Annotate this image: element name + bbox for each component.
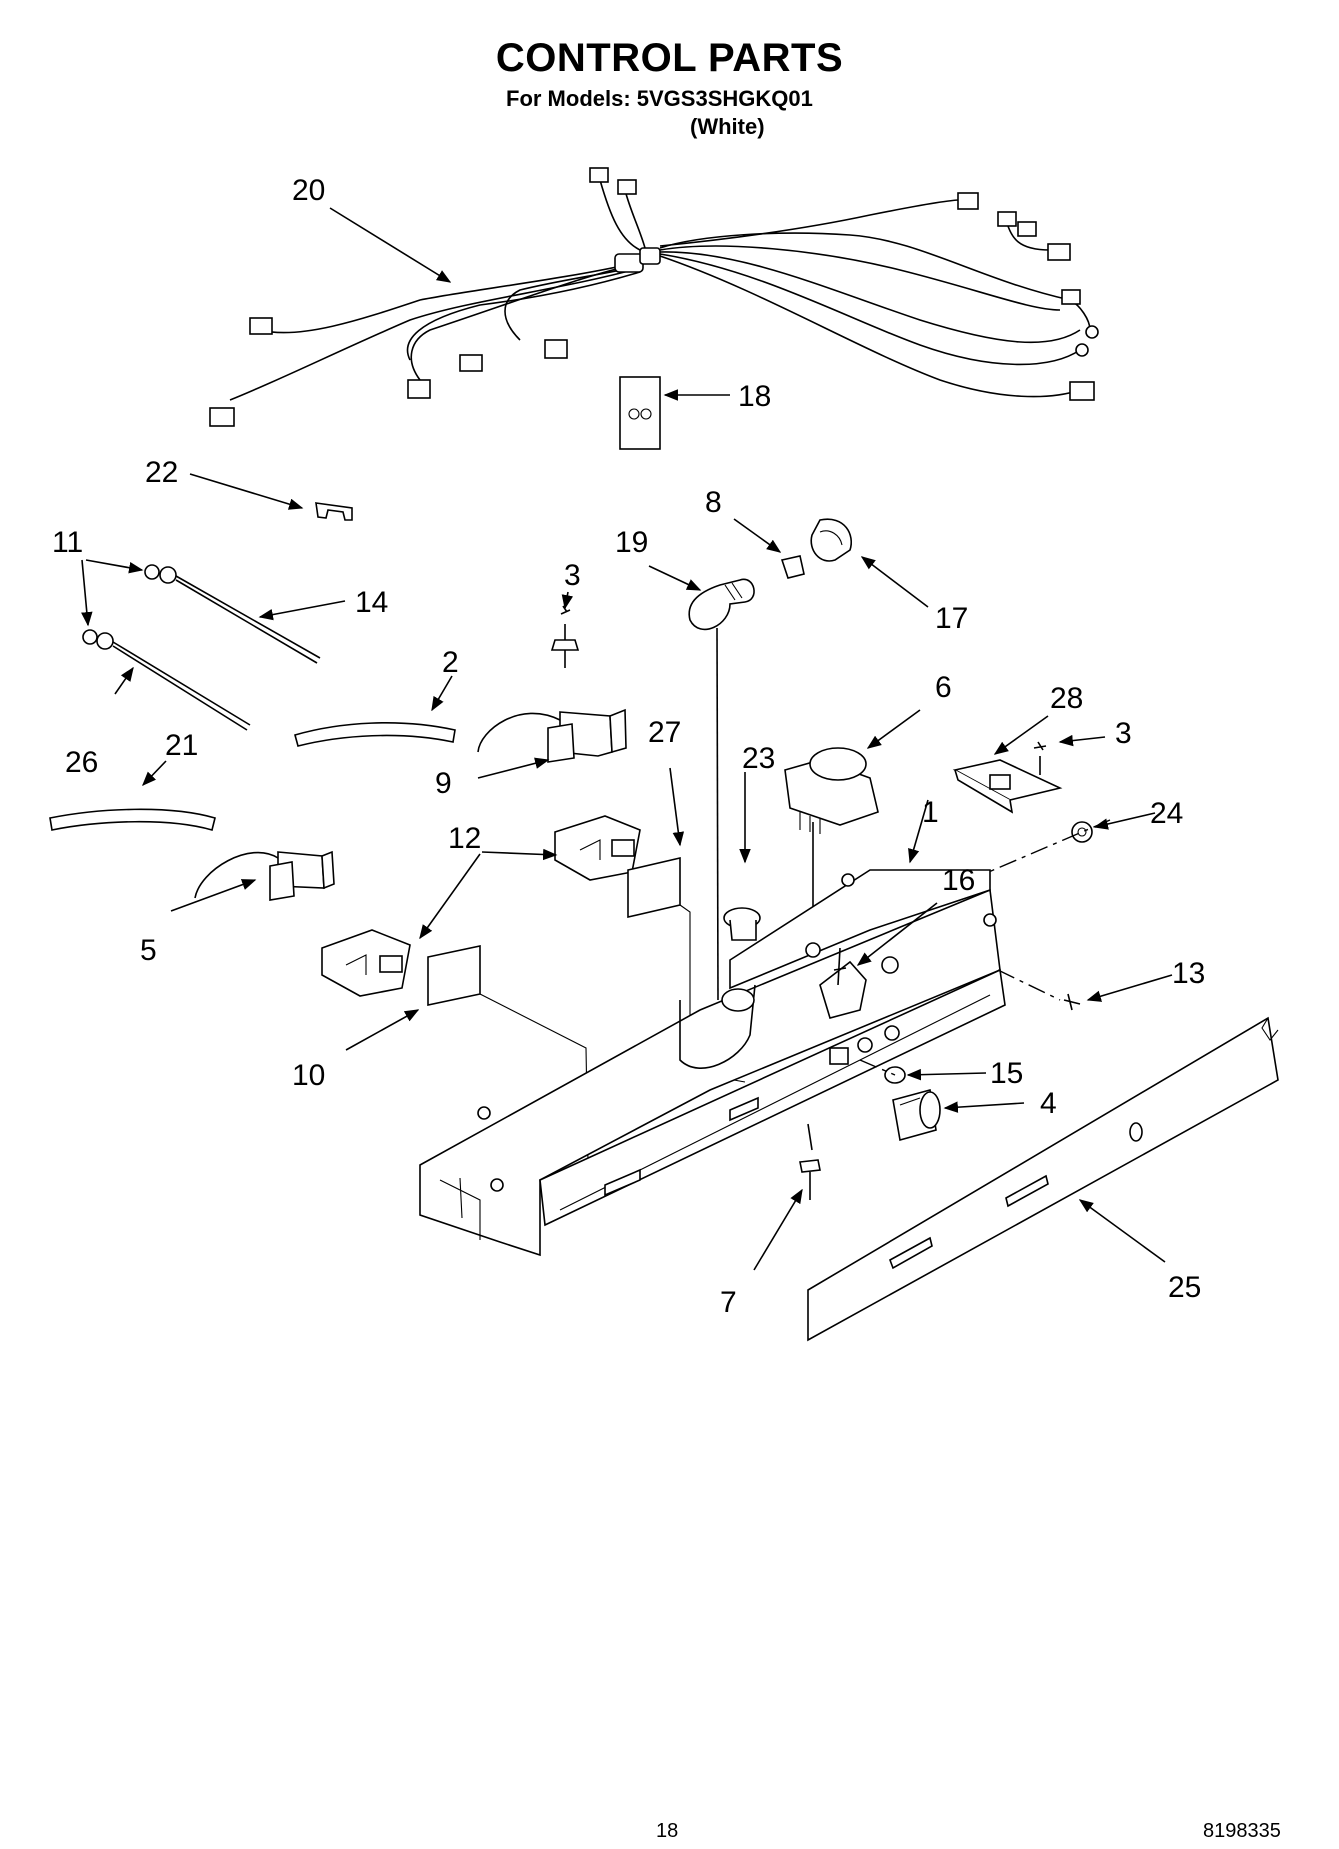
page-number: 18 xyxy=(656,1820,679,1842)
callout-19: 19 xyxy=(615,526,648,559)
callout-27: 27 xyxy=(648,716,681,749)
callout-28: 28 xyxy=(1050,682,1083,715)
callout-23: 23 xyxy=(742,742,775,775)
callout-4: 4 xyxy=(1040,1087,1057,1120)
lamp-assembly xyxy=(688,518,852,1001)
switch-5 xyxy=(194,850,335,901)
callout-25: 25 xyxy=(1168,1271,1201,1304)
models-line: For Models: 5VGS3SHGKQ01 xyxy=(506,86,813,111)
wire-clip xyxy=(315,502,353,521)
insulator-pad xyxy=(619,376,661,450)
defrost-timer xyxy=(784,747,879,950)
control-board xyxy=(952,741,1111,881)
page-title: CONTROL PARTS xyxy=(495,36,844,80)
callout-numbers: 20 18 22 11 14 8 19 17 3 2 26 21 9 27 23… xyxy=(52,174,1205,1319)
callout-8: 8 xyxy=(705,486,722,519)
capillary-tubes xyxy=(82,564,321,731)
callout-5: 5 xyxy=(140,934,157,967)
callout-26: 26 xyxy=(65,746,98,779)
callout-13: 13 xyxy=(1172,957,1205,990)
switch-9 xyxy=(477,605,627,763)
callout-7: 7 xyxy=(720,1286,737,1319)
callout-1: 1 xyxy=(922,796,939,829)
callout-16: 16 xyxy=(942,864,975,897)
callout-18: 18 xyxy=(738,380,771,413)
switch-12-lower xyxy=(321,929,411,997)
screw-13 xyxy=(997,969,1081,1011)
callout-9: 9 xyxy=(435,767,452,800)
tubing-21 xyxy=(49,808,216,831)
callout-14: 14 xyxy=(355,586,388,619)
callout-3b: 3 xyxy=(1115,717,1132,750)
callout-21: 21 xyxy=(165,729,198,762)
color-note: (White) xyxy=(690,114,765,139)
callout-11: 11 xyxy=(52,526,83,559)
document-number: 8198335 xyxy=(1203,1820,1281,1842)
label-27 xyxy=(627,856,681,919)
callout-20: 20 xyxy=(292,174,325,207)
callout-12: 12 xyxy=(448,822,481,855)
control-housing xyxy=(419,869,1006,1257)
leader-lines xyxy=(81,207,1173,1271)
callout-22: 22 xyxy=(145,456,178,489)
screw-7 xyxy=(799,1123,821,1200)
plug-button xyxy=(723,907,761,941)
callout-15: 15 xyxy=(990,1057,1023,1090)
temperature-knob xyxy=(892,1088,941,1142)
callout-3a: 3 xyxy=(564,559,581,592)
wire-harness xyxy=(209,167,1099,427)
callout-24: 24 xyxy=(1150,797,1183,830)
front-panel xyxy=(807,1016,1279,1342)
callout-6: 6 xyxy=(935,671,952,704)
tubing-2 xyxy=(294,722,456,747)
callout-2: 2 xyxy=(442,646,459,679)
callout-17: 17 xyxy=(935,602,968,635)
callout-10: 10 xyxy=(292,1059,325,1092)
label-10 xyxy=(427,945,481,1006)
